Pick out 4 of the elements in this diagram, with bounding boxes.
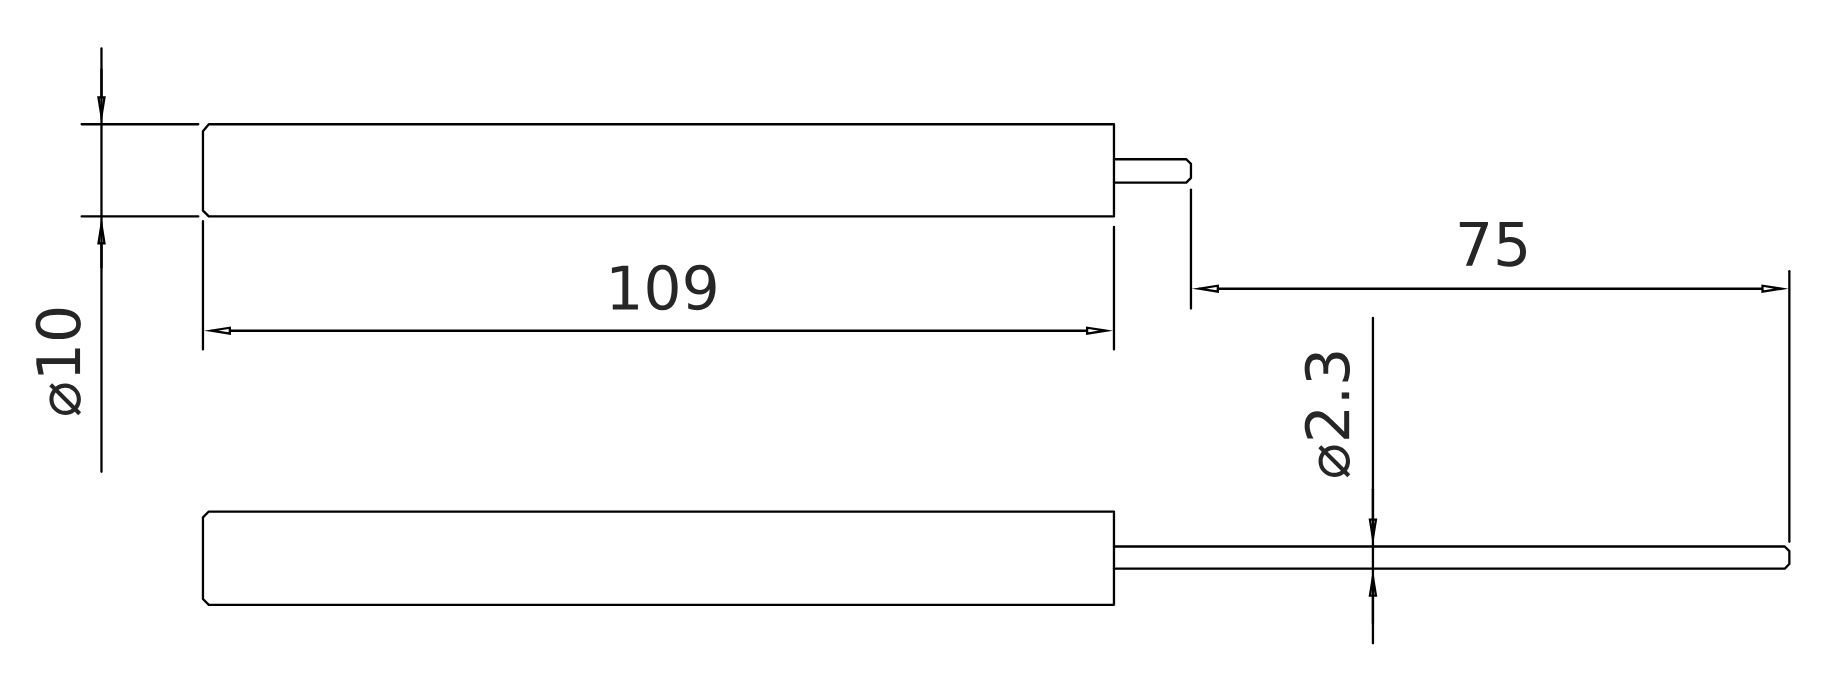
dimension-text: 75 xyxy=(1459,222,1526,267)
dimension-text: ⌀2.3 xyxy=(1304,352,1351,478)
dimension-text: ⌀10 xyxy=(35,308,82,416)
dimension-text: 109 xyxy=(611,264,716,311)
